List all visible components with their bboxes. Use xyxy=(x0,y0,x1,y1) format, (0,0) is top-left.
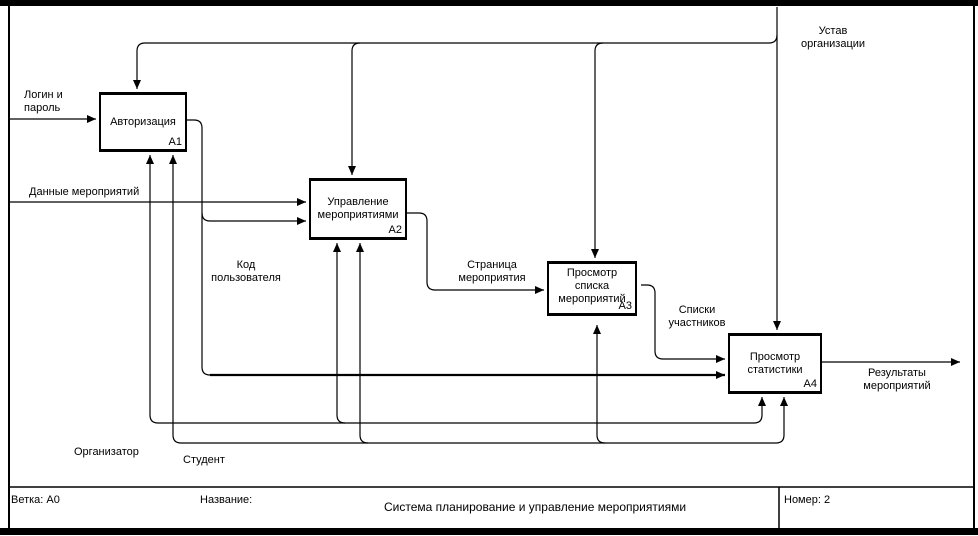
box-a3-title-line: Просмотр xyxy=(566,267,618,279)
label-results: Результаты мероприятий xyxy=(863,367,931,392)
box-a4-title-line: Просмотр xyxy=(749,350,801,363)
arrow-student-riser-a2 xyxy=(356,243,369,444)
box-a1-id: A1 xyxy=(168,136,182,148)
label-organizer: Организатор xyxy=(74,446,139,458)
box-a4-title-line: статистики xyxy=(747,363,803,376)
box-a1-authorization: Авторизация A1 xyxy=(99,92,187,152)
label-student: Студент xyxy=(183,454,225,466)
arrow-charter-branch-a1 xyxy=(133,34,778,89)
label-charter: Устав организации xyxy=(800,25,866,50)
arrow-user-code-to-a2 xyxy=(201,212,306,225)
arrow-user-code-riser xyxy=(187,119,211,376)
footer-diagram-title: Система планирование и управление меропр… xyxy=(383,500,687,514)
box-a3-id: A3 xyxy=(618,300,632,312)
footer-name-label: Название: xyxy=(200,494,253,506)
label-user-code: Код пользователя xyxy=(211,259,281,284)
box-a4-id: A4 xyxy=(803,378,817,390)
arrow-charter-drop-a2 xyxy=(348,42,361,175)
box-a1-title: Авторизация xyxy=(110,115,176,128)
arrow-organizer-riser-a2 xyxy=(333,243,346,424)
label-event-page: Страница мероприятия xyxy=(458,259,526,284)
label-event-data: Данные мероприятий xyxy=(29,186,140,198)
footer-branch: Ветка: А0 xyxy=(11,494,60,506)
box-a3-view-event-list: Просмотр списка мероприятий A3 xyxy=(547,261,637,316)
frame-bottom-border xyxy=(0,528,978,535)
box-a3-title-line: списка xyxy=(574,280,610,292)
box-a2-title-line: мероприятиями xyxy=(317,209,399,221)
footer-number: Номер: 2 xyxy=(784,494,831,506)
box-a2-title-line: Управление xyxy=(327,196,389,208)
frame-top-border xyxy=(0,0,978,6)
box-a3-title-line: мероприятий xyxy=(558,293,626,305)
arrow-organizer-mechanism xyxy=(146,155,766,424)
box-a2-event-management: Управление мероприятиями A2 xyxy=(309,178,407,240)
label-participant-lists: Списки участников xyxy=(668,304,726,329)
label-login-password: Логин и пароль xyxy=(24,89,63,114)
arrow-student-riser-a3 xyxy=(593,325,606,444)
box-a4-view-statistics: Просмотр статистики A4 xyxy=(728,333,822,394)
arrow-charter-drop-a3 xyxy=(591,42,604,258)
box-a2-id: A2 xyxy=(388,224,402,236)
arrow-student-mechanism xyxy=(169,155,788,444)
